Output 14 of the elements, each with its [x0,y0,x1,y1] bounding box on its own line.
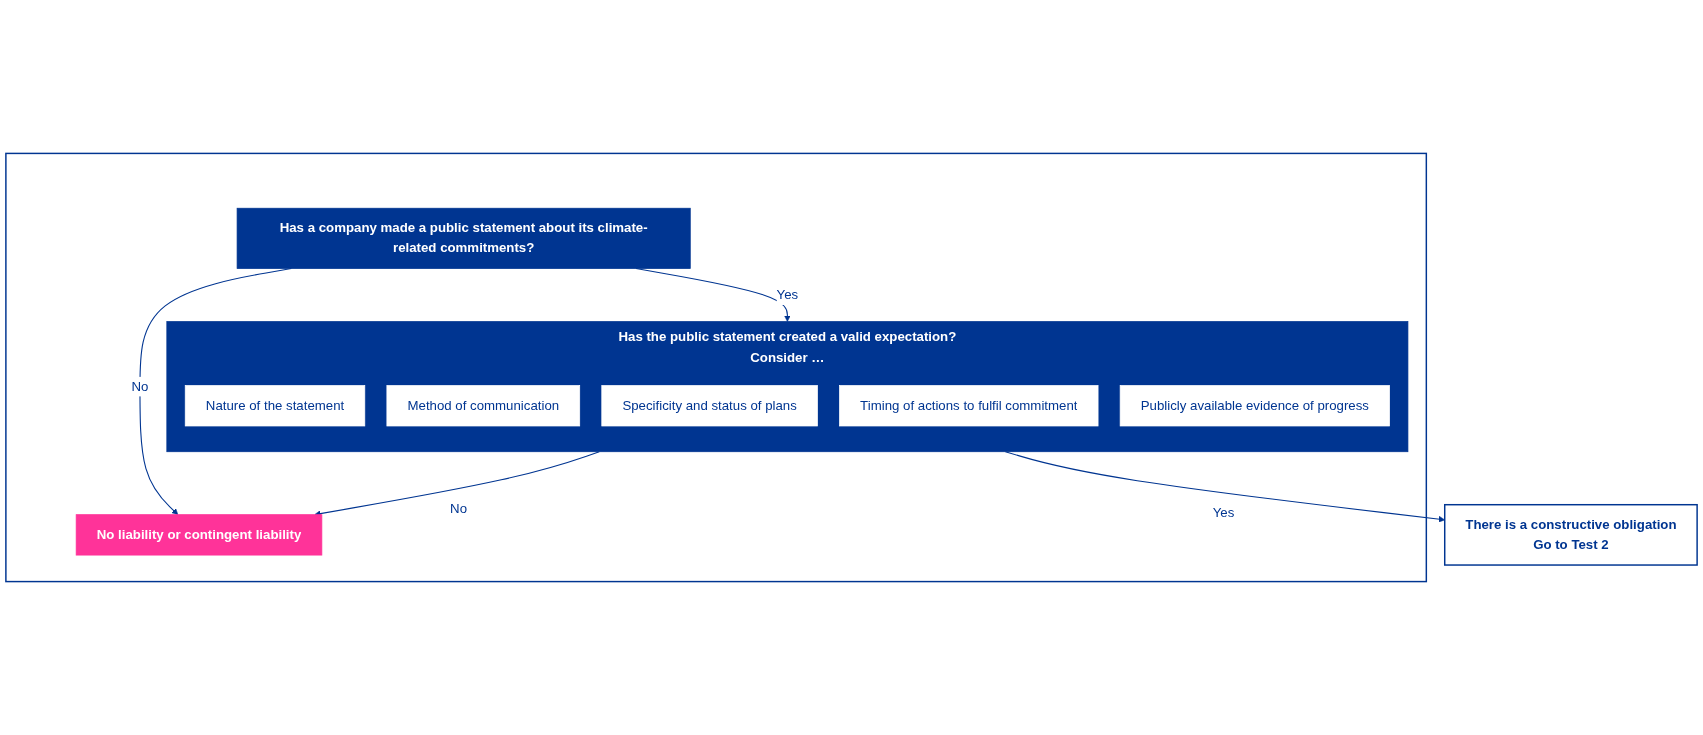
edge-label: Yes [776,287,799,303]
node-box: No liability or contingent liability [75,514,323,556]
node-box: Timing of actions to fulfil commitment [839,385,1099,427]
edge-label: Yes [1212,504,1235,520]
node-box: Has a company made a public statement about its climate-related commitments? [236,207,691,269]
edge-label: No [131,378,149,394]
node-box: There is a constructive obligation Go to Test 2 [1444,503,1698,566]
node-box: Specificity and status of plans [601,385,818,427]
node-box: Publicly available evidence of progress [1119,385,1390,427]
node-box: Nature of the statement [184,385,366,427]
arrow [314,451,600,517]
cluster [5,152,1428,583]
node-box: Method of communication [386,385,581,427]
edge-label: No [450,500,468,516]
